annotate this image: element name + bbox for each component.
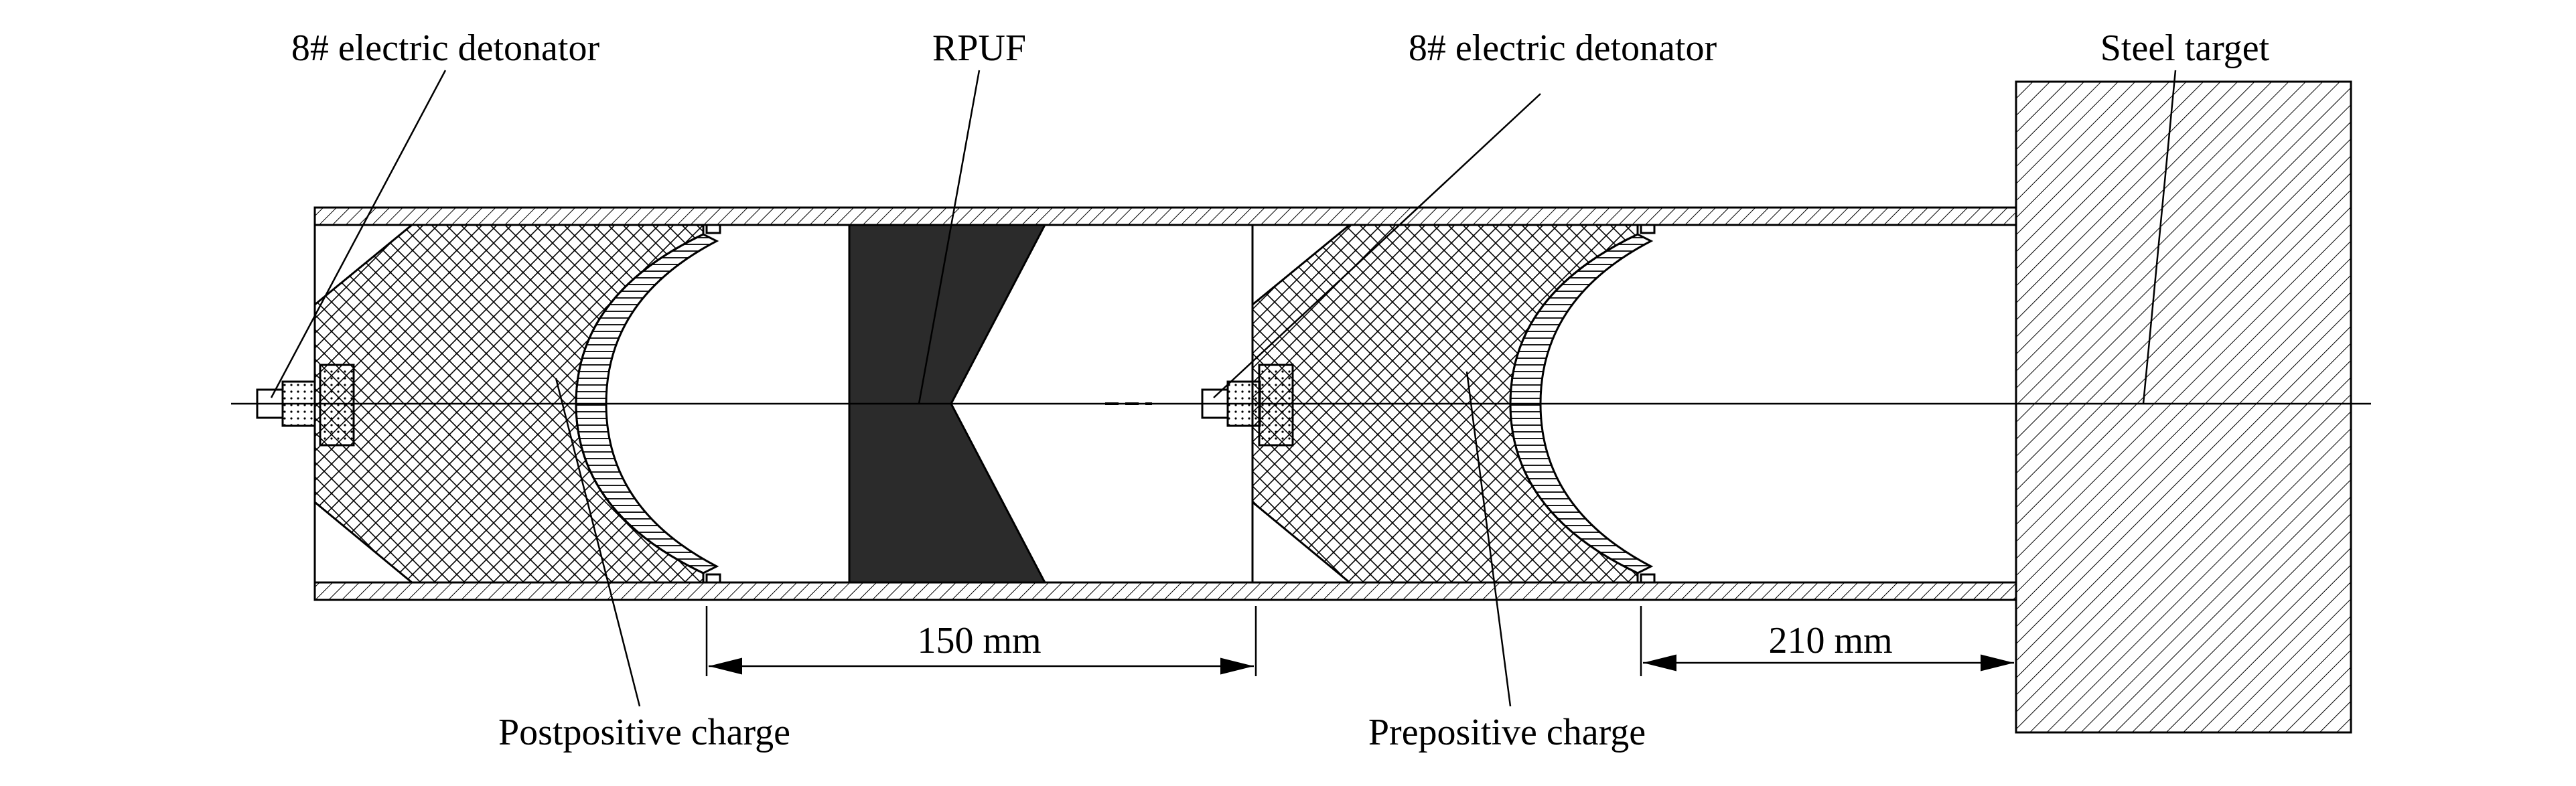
leader-steel-target [2142,70,2177,404]
leader-lines [270,70,2177,707]
leader-postpositive [555,378,641,707]
steel-target [2015,80,2352,734]
shoulder-right-bottom [1640,573,1656,582]
shoulder-right-top [1640,225,1656,234]
label-prepositive-charge: Prepositive charge [1368,712,1646,753]
tube-walls [313,206,2017,601]
prepositive-liner [1509,233,1654,574]
label-dimension-150: 150 mm [917,620,1041,661]
label-postpositive-charge: Postpositive charge [498,712,790,753]
label-dimension-210: 210 mm [1768,620,1892,661]
prepositive-booster [1258,364,1294,447]
dimension-210 [1640,606,2014,676]
leader-prepositive [1465,371,1512,707]
postpositive-booster [319,364,355,447]
shoulder-left-top [705,225,721,234]
leader-rpuf [918,70,981,404]
tube-top-wall [313,206,2017,226]
leader-detonator-right [1213,93,1541,398]
label-steel-target: Steel target [2100,27,2270,69]
label-detonator-left: 8# electric detonator [291,27,600,69]
label-rpuf: RPUF [932,27,1026,69]
label-detonator-right: 8# electric detonator [1409,27,1717,69]
shoulder-left-bottom [705,573,721,582]
postpositive-liner [575,233,719,574]
leader-detonator-left [270,70,447,398]
tube-bottom-wall [313,581,2017,601]
dimension-150 [705,606,1257,676]
